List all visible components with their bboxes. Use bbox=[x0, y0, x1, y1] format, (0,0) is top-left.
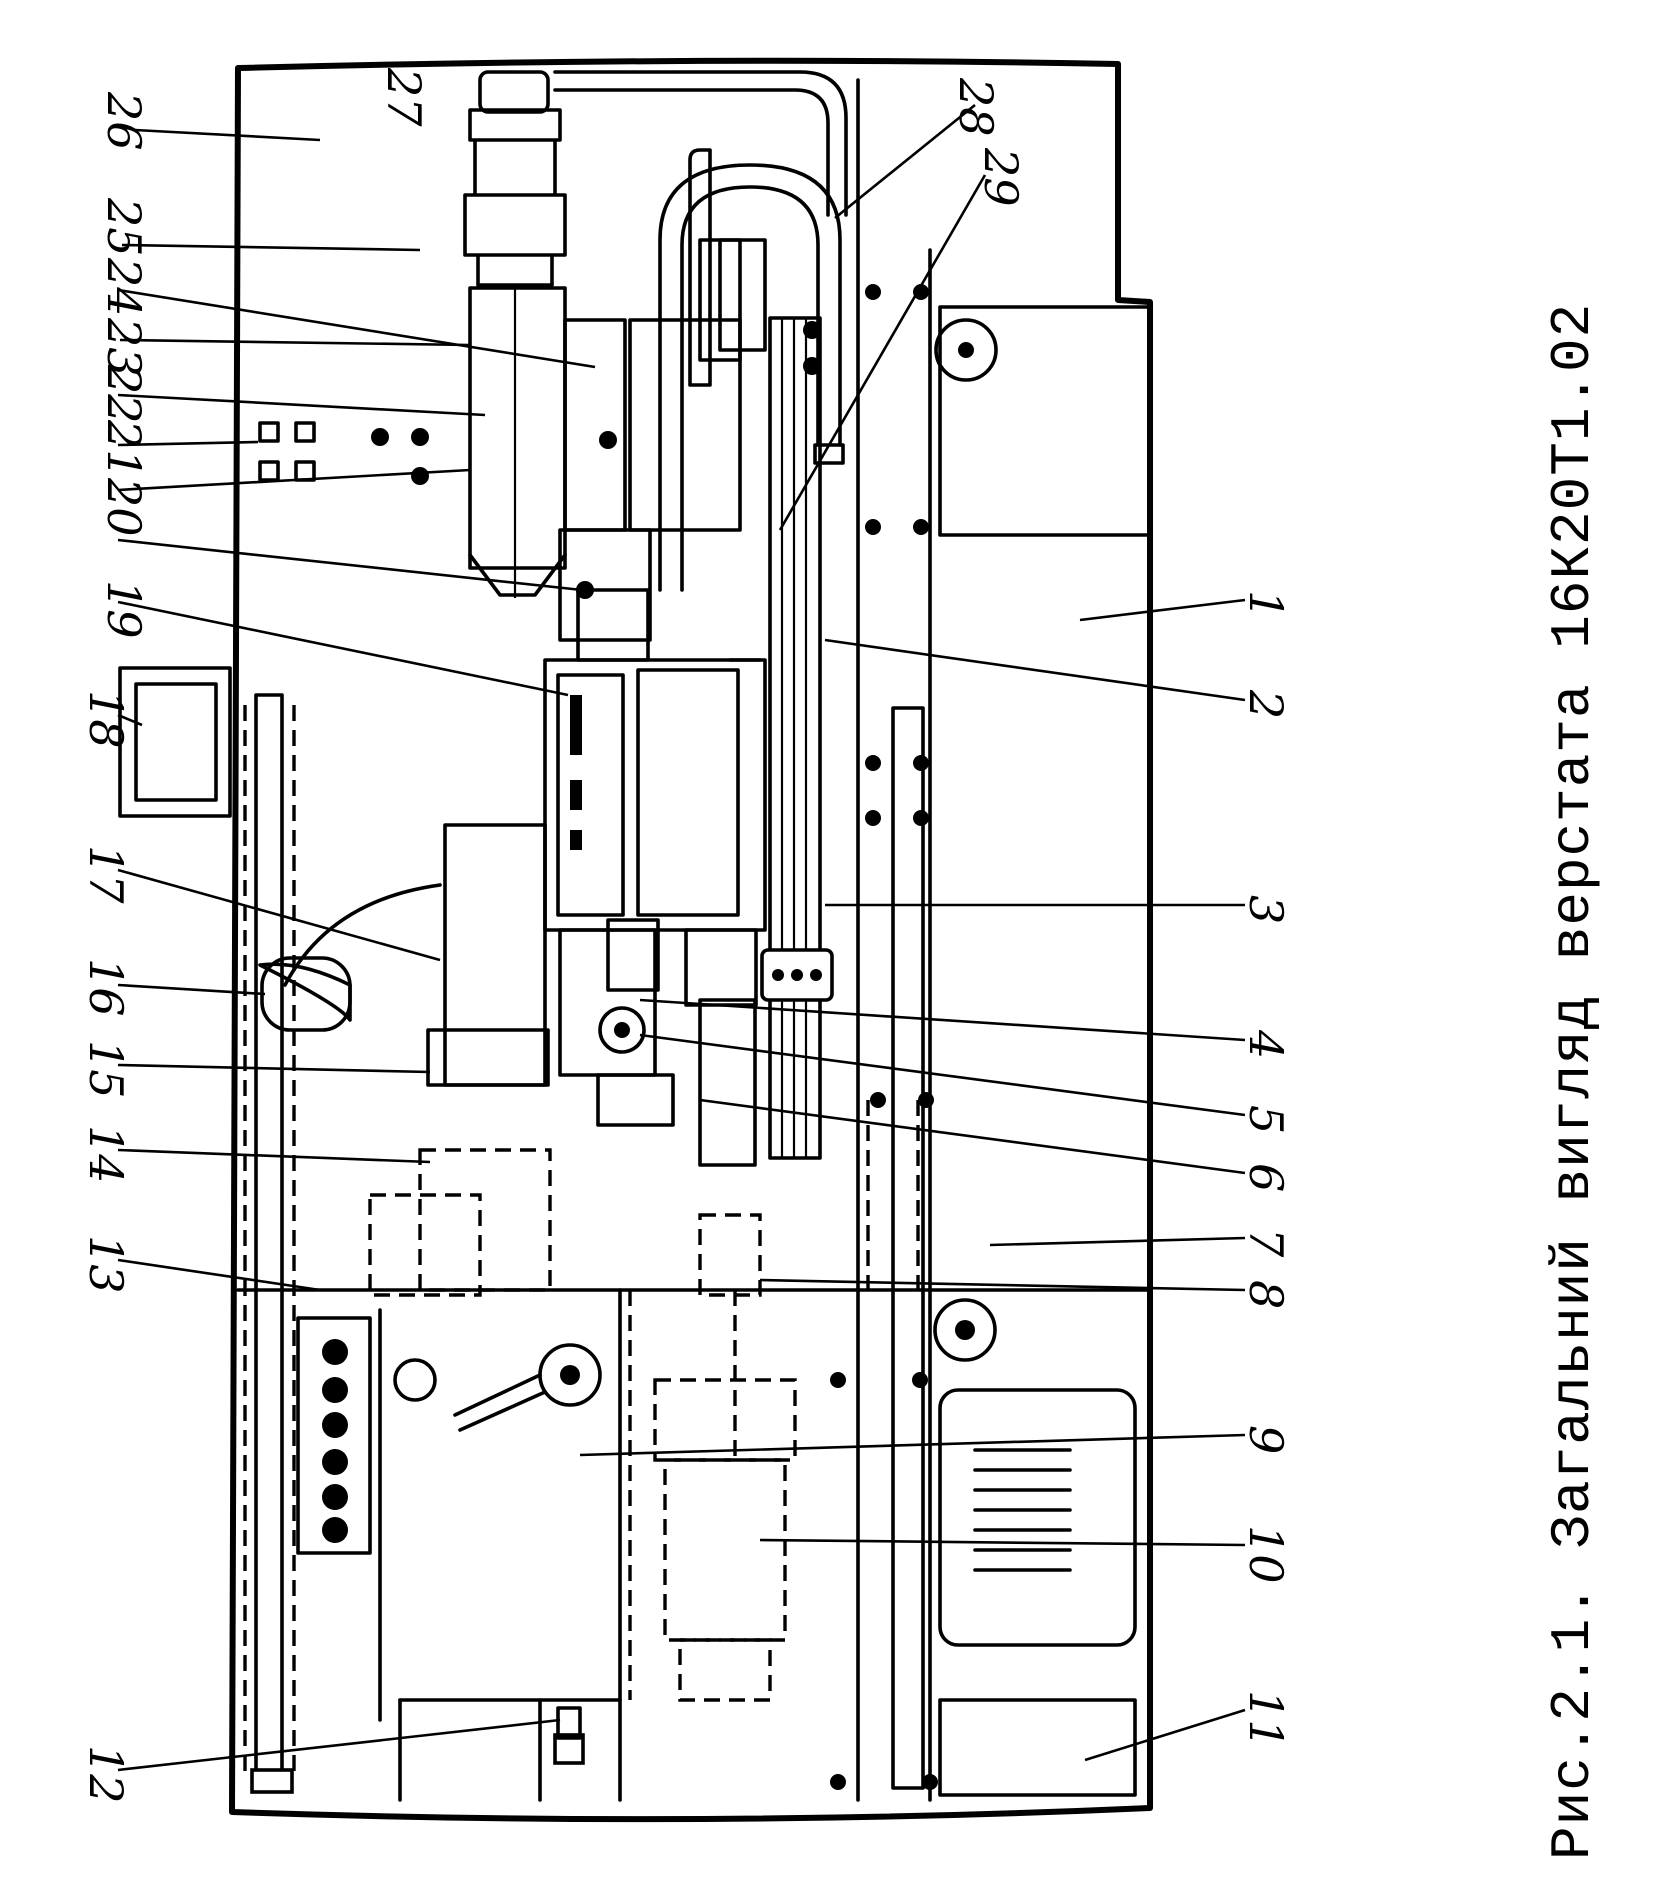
label-2: 2 bbox=[1239, 689, 1293, 719]
label-5: 5 bbox=[1239, 1105, 1293, 1134]
label-3: 3 bbox=[1239, 895, 1293, 924]
figure-caption: Рис.2.1. Загальний вигляд верстата 16К20… bbox=[1541, 303, 1605, 1860]
label-9: 9 bbox=[1239, 1425, 1293, 1454]
label-18: 18 bbox=[79, 690, 133, 749]
headstock-dashed bbox=[368, 1148, 797, 1702]
label-1: 1 bbox=[1239, 590, 1293, 619]
control-screen bbox=[118, 666, 232, 818]
label-25: 25 bbox=[97, 197, 151, 257]
label-4: 4 bbox=[1239, 1029, 1293, 1059]
guard-rail bbox=[243, 693, 296, 1794]
label-21: 21 bbox=[97, 419, 151, 479]
turret-assembly bbox=[463, 70, 821, 642]
label-12: 12 bbox=[79, 1745, 133, 1804]
label-23: 23 bbox=[97, 317, 151, 377]
label-22: 22 bbox=[97, 364, 151, 424]
label-26: 26 bbox=[97, 91, 151, 151]
part-number-labels: 26 27 25 24 23 22 21 20 19 18 17 16 15 1… bbox=[79, 67, 1293, 1804]
label-8: 8 bbox=[1239, 1280, 1293, 1309]
label-15: 15 bbox=[79, 1040, 133, 1099]
label-29: 29 bbox=[974, 147, 1028, 207]
label-6: 6 bbox=[1239, 1163, 1293, 1192]
label-27: 27 bbox=[377, 67, 431, 127]
motor-unit bbox=[258, 823, 550, 1087]
label-16: 16 bbox=[79, 958, 133, 1017]
electrical-box bbox=[934, 305, 1152, 537]
motor-housing bbox=[933, 1298, 1137, 1797]
label-19: 19 bbox=[97, 580, 151, 639]
label-10: 10 bbox=[1239, 1525, 1293, 1584]
label-20: 20 bbox=[97, 477, 151, 537]
label-24: 24 bbox=[97, 257, 151, 317]
label-13: 13 bbox=[79, 1235, 133, 1294]
label-28: 28 bbox=[949, 77, 1003, 137]
label-17: 17 bbox=[79, 845, 133, 904]
label-14: 14 bbox=[79, 1125, 133, 1184]
label-7: 7 bbox=[1239, 1228, 1293, 1258]
carriage-apron bbox=[543, 588, 767, 1167]
leader-lines bbox=[117, 103, 1246, 1772]
machine-outline bbox=[229, 57, 1153, 1823]
feed-rod-bundle bbox=[760, 316, 834, 1160]
headstock-body bbox=[296, 1288, 622, 1802]
label-11: 11 bbox=[1239, 1690, 1293, 1749]
indicator-squares bbox=[258, 421, 429, 485]
